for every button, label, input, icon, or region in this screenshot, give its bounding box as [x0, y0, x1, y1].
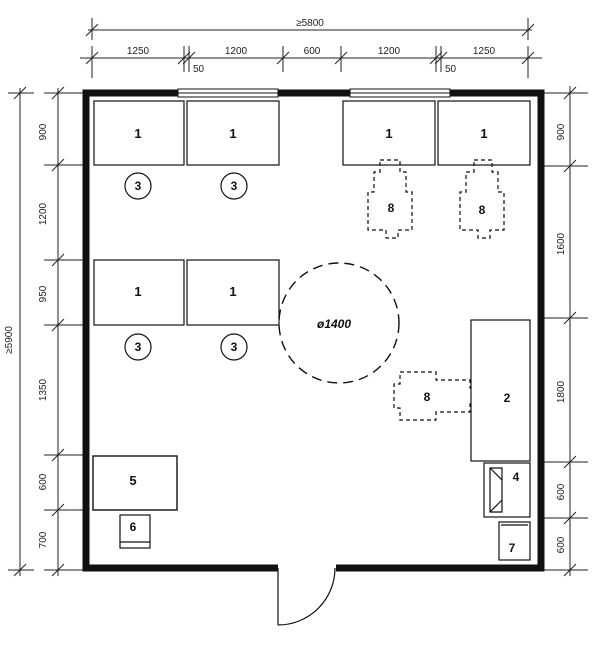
dim-left-6: 700: [38, 531, 49, 548]
room-walls: [82, 88, 545, 572]
wheelchair-label-1: 8: [388, 201, 395, 215]
counter: [470, 319, 531, 462]
dim-gap-left: 50: [193, 64, 205, 75]
turning-circle-label: ø1400: [317, 317, 351, 331]
cabinet: [92, 455, 178, 511]
table-label-3: 1: [385, 126, 392, 141]
wheelchair-label-3: 8: [424, 390, 431, 404]
turning-circle: [278, 262, 400, 384]
bin: [119, 514, 151, 549]
dim-overall-width: ≥5800: [296, 18, 324, 29]
table-label-2: 1: [229, 126, 236, 141]
chair-label-2: 3: [231, 179, 238, 193]
counter-label: 2: [504, 391, 511, 405]
dim-right-3: 1800: [556, 380, 567, 403]
chair-label-1: 3: [135, 179, 142, 193]
dim-right-1: 900: [556, 123, 567, 140]
wheelchair-2: [459, 159, 505, 239]
dim-right-5: 600: [556, 536, 567, 553]
tables: [93, 100, 531, 326]
top-dimensions: [80, 18, 542, 78]
chair-label-3: 3: [135, 340, 142, 354]
wheelchair-label-2: 8: [479, 203, 486, 217]
dim-top-5: 1250: [473, 46, 496, 57]
dim-top-4: 1200: [378, 46, 401, 57]
dim-left-3: 950: [38, 285, 49, 302]
chairs: [124, 172, 248, 361]
device: [498, 521, 531, 561]
dim-left-4: 1350: [38, 378, 49, 401]
dim-top-2: 1200: [225, 46, 248, 57]
device-label: 7: [509, 541, 516, 555]
dim-left-1: 900: [38, 123, 49, 140]
sink: [483, 462, 531, 518]
table-label-4: 1: [480, 126, 487, 141]
left-dimensions: [8, 86, 84, 577]
cabinet-label: 5: [129, 473, 136, 488]
table-label-1: 1: [134, 126, 141, 141]
table-label-6: 1: [229, 284, 236, 299]
bin-label: 6: [130, 520, 137, 534]
sink-label: 4: [513, 470, 520, 484]
dim-top-1: 1250: [127, 46, 150, 57]
wheelchair-3: [393, 371, 487, 421]
dim-left-5: 600: [38, 473, 49, 490]
table-label-5: 1: [134, 284, 141, 299]
dim-gap-right: 50: [445, 64, 457, 75]
dim-left-2: 1200: [38, 202, 49, 225]
wheelchair-1: [367, 159, 413, 239]
dim-right-2: 1600: [556, 232, 567, 255]
door: [277, 567, 336, 626]
dim-top-3: 600: [304, 46, 321, 57]
chair-label-4: 3: [231, 340, 238, 354]
dim-right-4: 600: [556, 483, 567, 500]
right-dimensions: [544, 86, 588, 577]
dim-overall-depth: ≥5900: [4, 326, 15, 354]
